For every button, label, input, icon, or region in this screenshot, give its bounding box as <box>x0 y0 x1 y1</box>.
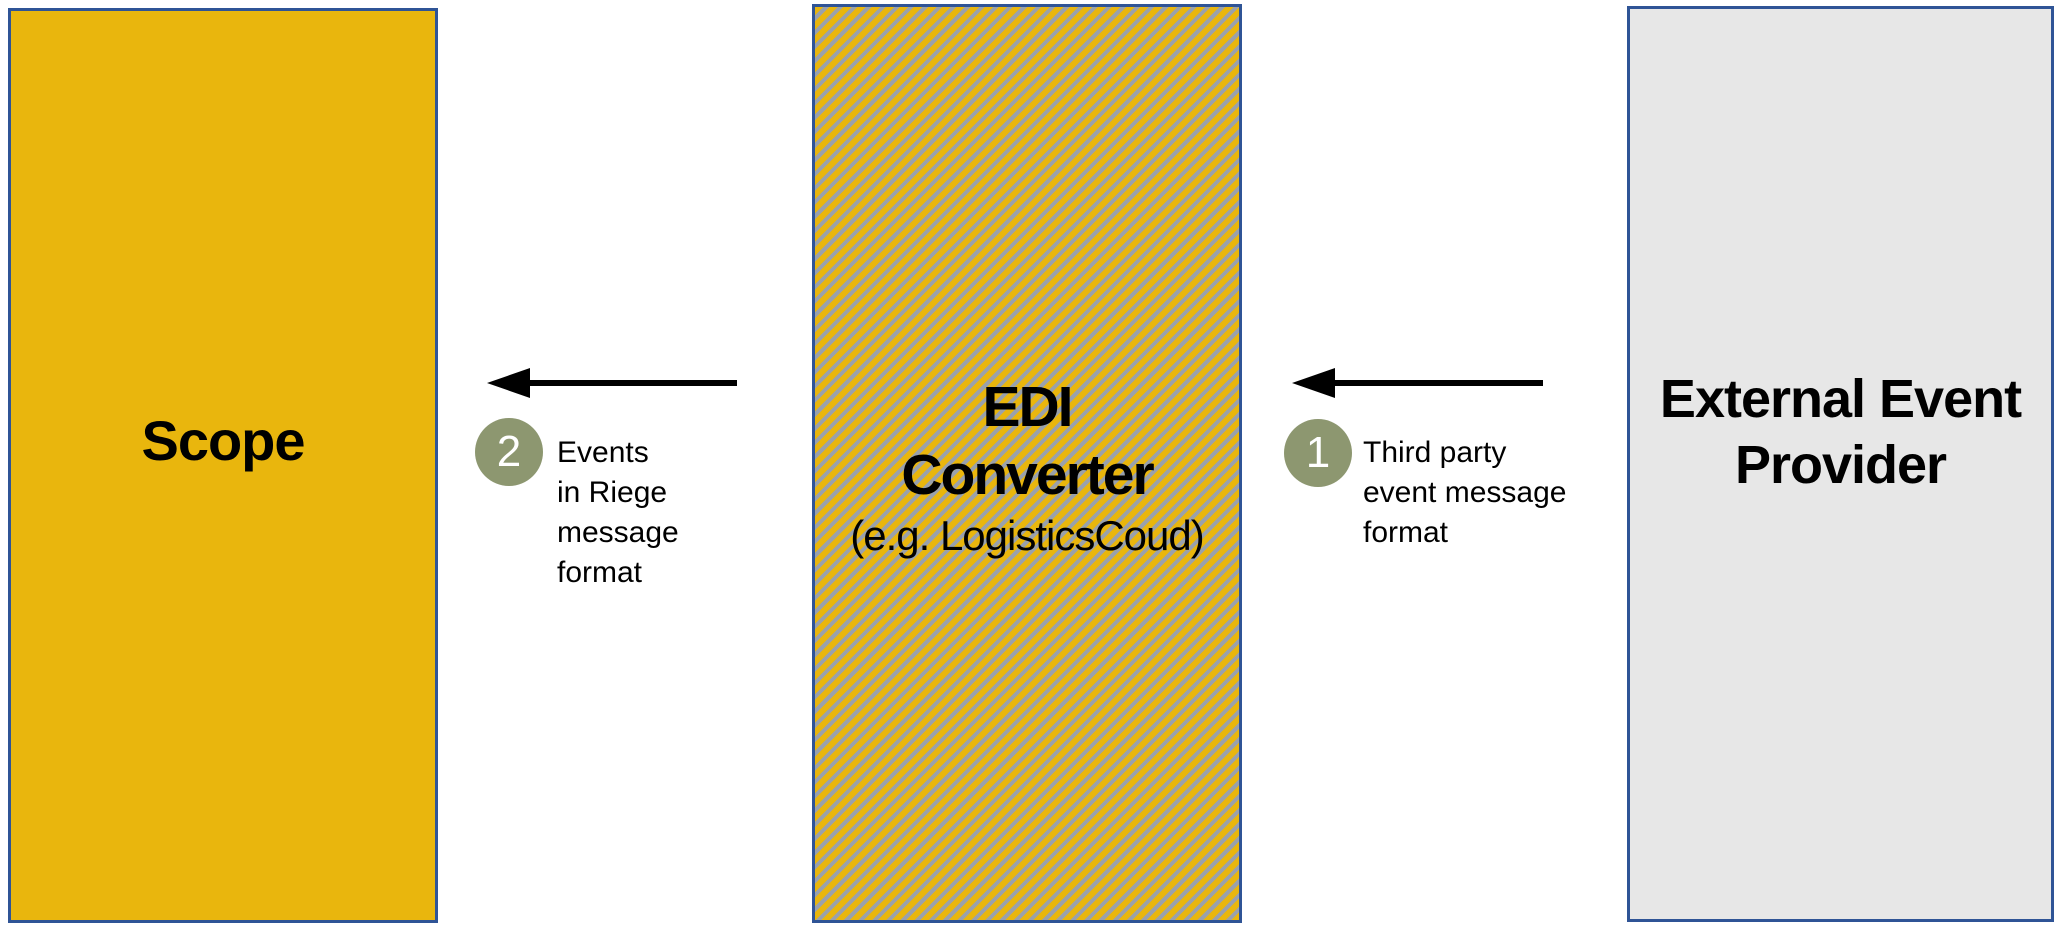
step-2-badge-number: 2 <box>496 427 522 476</box>
external-event-provider-box: External Event Provider <box>1627 6 2054 922</box>
edi-converter-box-subtitle: (e.g. LogisticsCoud) <box>850 512 1205 559</box>
right-arrow-icon <box>1292 368 1543 398</box>
scope-box-title: Scope <box>141 409 305 472</box>
step-1-badge: 1 <box>1284 419 1352 487</box>
edi-converter-box: EDI Converter (e.g. LogisticsCoud) <box>812 4 1242 923</box>
scope-box: Scope <box>8 8 438 923</box>
step-1-badge-number: 1 <box>1305 428 1331 477</box>
left-arrow-icon <box>487 368 737 398</box>
external-event-provider-box-title: External Event Provider <box>1659 369 2022 495</box>
step-2-label: Events in Riege message format <box>557 436 679 589</box>
edi-converter-box-title: EDI Converter <box>901 375 1154 507</box>
step-1-label: Third party event message format <box>1363 436 1567 549</box>
step-2-badge: 2 <box>475 418 543 486</box>
